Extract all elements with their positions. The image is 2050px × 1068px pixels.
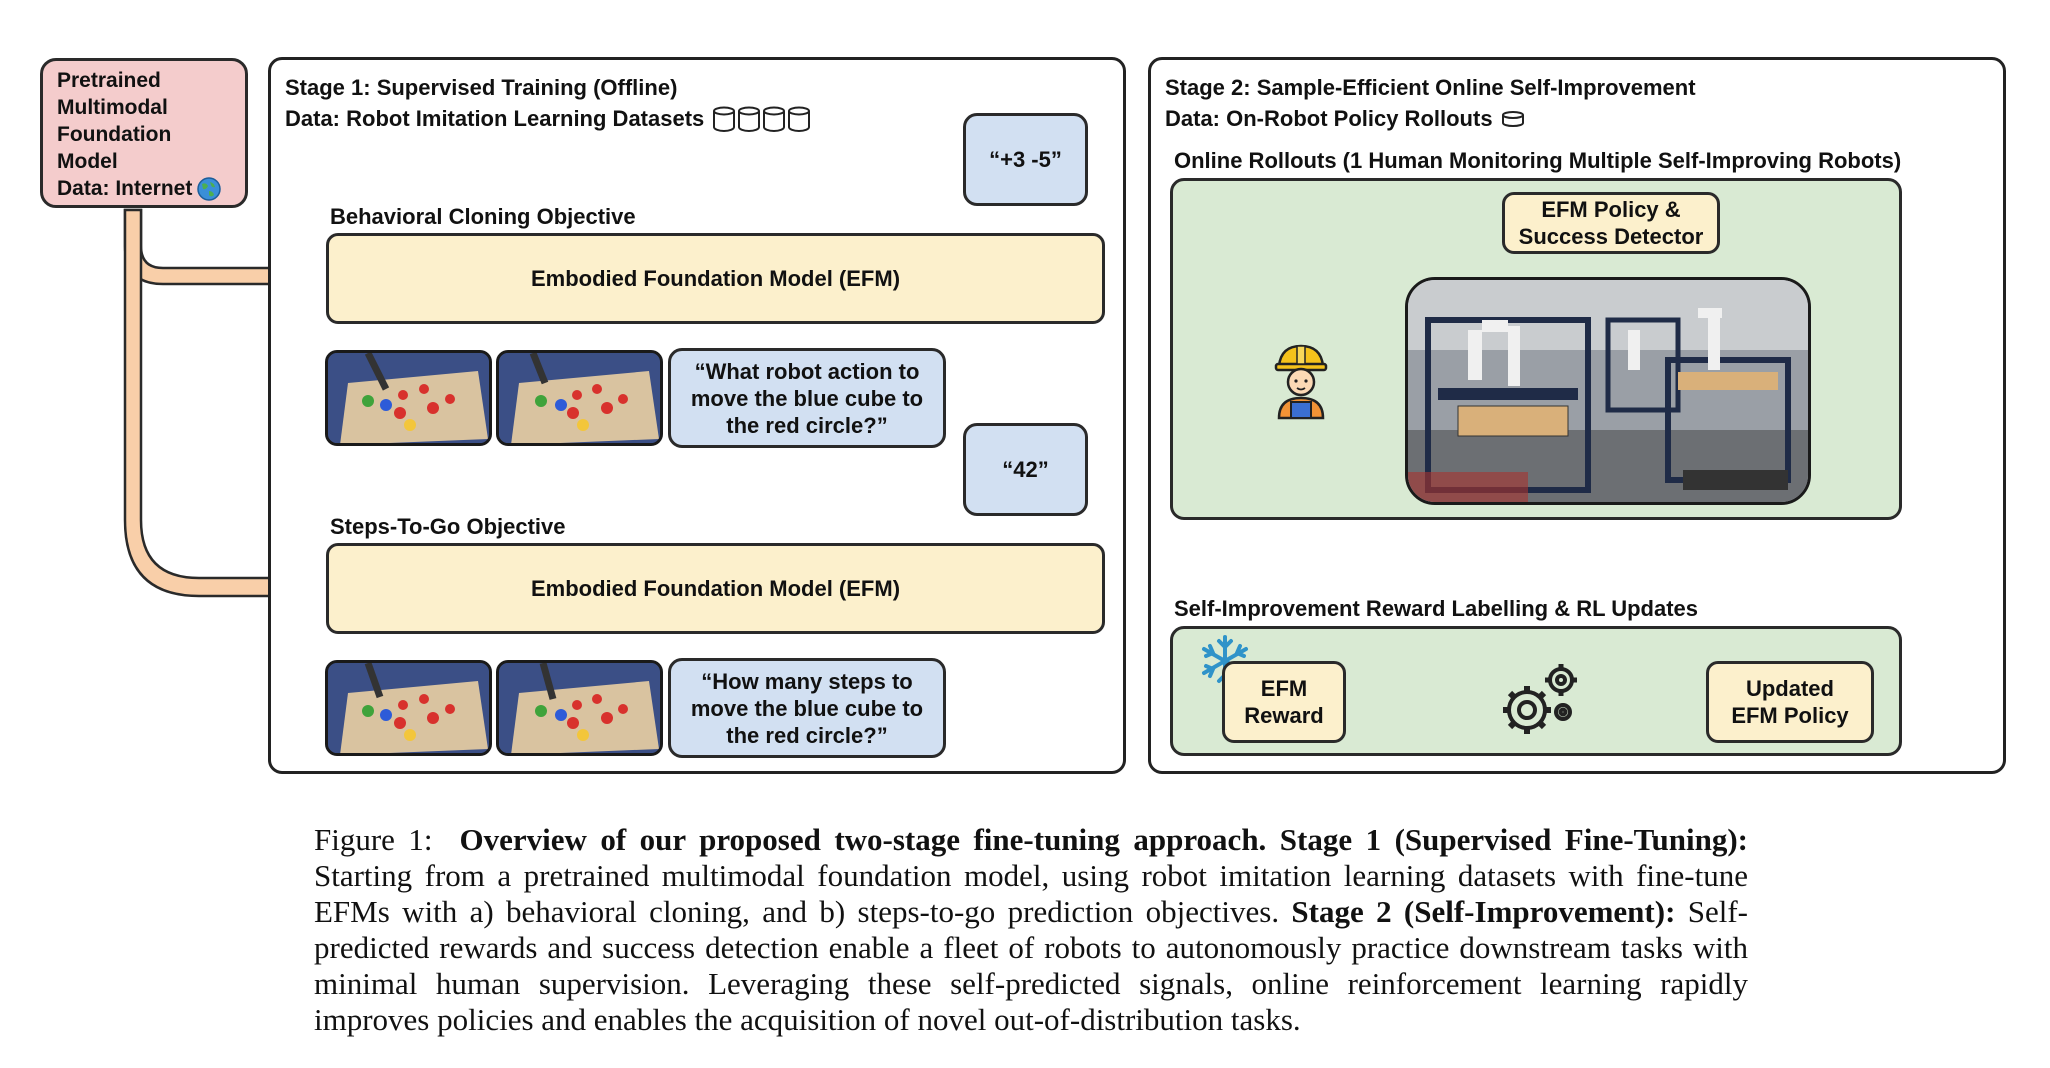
stg-output-bubble: “42” [963,423,1088,516]
caption-bold-title: Overview of our proposed two-stage fine-… [459,822,1267,857]
stg-question-bubble: “How many steps to move the blue cube to… [668,658,946,758]
caption-figure-label: Figure 1: [314,822,433,857]
stage1-title: Stage 1: Supervised Training (Offline) [285,75,678,100]
robot-lab-photo [1405,277,1811,505]
reward-label: Self-Improvement Reward Labelling & RL U… [1174,596,1699,621]
caption-text2: Self-predicted rewards and success detec… [314,894,1748,1037]
robot-scene-image [325,350,492,446]
pretrained-data-label: Data: Internet [57,177,193,200]
efm-box-stg: Embodied Foundation Model (EFM) [326,543,1105,634]
caption-stage2: Stage 2 (Self-Improvement): [1291,894,1676,929]
robot-scene-image [496,660,663,756]
gears-icon [1503,664,1577,734]
construction-worker-icon [1274,344,1328,420]
stage1-data-row: Data: Robot Imitation Learning Datasets [285,105,812,132]
robot-scene-image [325,660,492,756]
stage2-title: Stage 2: Sample-Efficient Online Self-Im… [1165,75,1696,100]
robot-scene-image [496,350,663,446]
database-icon [1501,110,1524,127]
bc-objective-label: Behavioral Cloning Objective [330,204,636,229]
stage2-data-row: Data: On-Robot Policy Rollouts [1165,105,1525,132]
bc-output-bubble: “+3 -5” [963,113,1088,206]
updated-policy-box: Updated EFM Policy [1706,661,1874,743]
pretrained-model-box: Pretrained Multimodal Foundation Model D… [40,58,248,208]
efm-reward-box: EFM Reward [1222,661,1346,743]
caption-stage1: Stage 1 (Supervised Fine-Tuning): [1279,822,1748,857]
stage2-data-label: Data: On-Robot Policy Rollouts [1165,106,1493,131]
efm-box-bc: Embodied Foundation Model (EFM) [326,233,1105,324]
figure-caption: Figure 1: Overview of our proposed two-s… [314,822,1748,1038]
stage1-data-label: Data: Robot Imitation Learning Datasets [285,106,705,131]
database-icon [713,106,811,132]
pretrained-title: Pretrained Multimodal Foundation Model [57,69,172,173]
bc-question-bubble: “What robot action to move the blue cube… [668,348,946,448]
stg-objective-label: Steps-To-Go Objective [330,514,566,539]
efm-policy-detector-box: EFM Policy & Success Detector [1502,192,1720,254]
caption-text1: Starting from a pretrained multimodal fo… [314,858,1748,929]
globe-icon [197,176,222,201]
rollouts-label: Online Rollouts (1 Human Monitoring Mult… [1174,148,1902,173]
